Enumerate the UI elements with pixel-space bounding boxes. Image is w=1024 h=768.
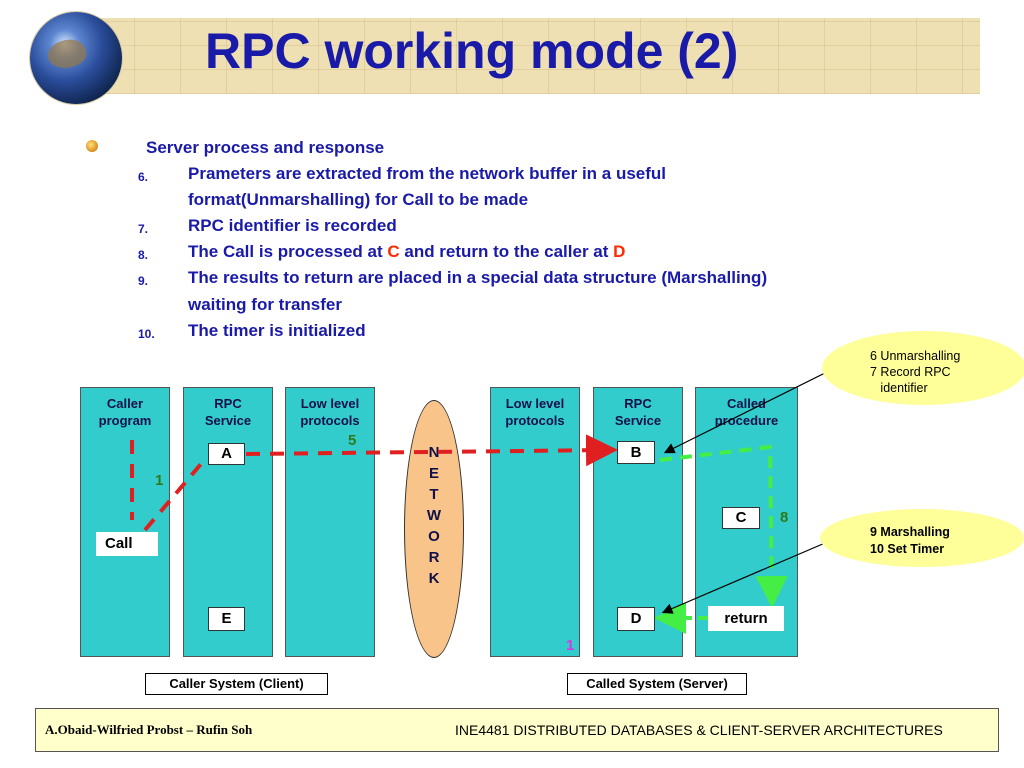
server-low-level-column (490, 387, 580, 657)
column-label-line: Caller (106, 396, 144, 411)
network-letter: N (428, 444, 440, 461)
callout-unmarshalling-text: 6 Unmarshalling 7 Record RPC identifier (870, 348, 960, 396)
step-marker-8: 8 (780, 509, 789, 526)
footer-course: INE4481 DISTRIBUTED DATABASES & CLIENT-S… (455, 722, 943, 738)
callout-line: 10 Set Timer (870, 542, 945, 556)
network-letter: E (428, 465, 439, 482)
column-label: Low level protocols (285, 395, 375, 429)
step-text: format(Unmarshalling) for Call to be mad… (188, 190, 529, 209)
bullet-icon (86, 140, 98, 152)
step-text: RPC identifier is recorded (188, 216, 397, 235)
title-band (88, 18, 980, 94)
callout-marshalling-text: 9 Marshalling 10 Set Timer (870, 524, 950, 558)
a-to-b-arrow (245, 434, 618, 467)
column-label-line: protocols (505, 413, 565, 428)
box-b: B (617, 441, 655, 464)
column-label-line: Service (204, 413, 252, 428)
column-label-line: RPC (214, 396, 242, 411)
step-text: The results to return are placed in a sp… (188, 268, 768, 287)
call-box: Call (96, 532, 158, 556)
step-number: 8. (138, 248, 149, 262)
column-label: RPC Service (593, 395, 683, 429)
call-to-a-arrow (143, 456, 208, 532)
callout-pointer-b (663, 367, 836, 454)
callout-unmarshalling (822, 331, 1024, 405)
box-c: C (722, 507, 760, 529)
column-label-line: Service (614, 413, 662, 428)
callout-marshalling (820, 509, 1024, 567)
box-e: E (208, 607, 245, 631)
column-label-line: Low level (505, 396, 565, 411)
slide-title: RPC working mode (2) (205, 23, 739, 79)
step-text: waiting for transfer (188, 295, 342, 314)
step-text: The timer is initialized (188, 321, 366, 340)
step-text-part: and return to the caller at (399, 242, 614, 261)
client-system-label: Caller System (Client) (145, 673, 328, 695)
column-label-line: Low level (300, 396, 360, 411)
column-label-line: RPC (624, 396, 652, 411)
column-label: RPC Service (183, 395, 273, 429)
column-label-line: protocols (300, 413, 360, 428)
step-number: 7. (138, 222, 149, 236)
step-marker-1-server: 1 (566, 637, 575, 654)
return-box: return (708, 606, 784, 631)
section-heading: Server process and response (146, 138, 385, 157)
network-letter: W (426, 507, 442, 524)
network-letter: T (429, 486, 439, 503)
footer-bar (35, 708, 999, 752)
client-low-level-column (285, 387, 375, 657)
network-ellipse (404, 400, 464, 658)
callout-line: 7 Record RPC (870, 365, 951, 379)
box-a: A (208, 443, 245, 465)
column-label-line: program (98, 413, 152, 428)
callout-pointer-d (661, 539, 833, 614)
server-system-label: Called System (Server) (567, 673, 747, 695)
caller-program-column (80, 387, 170, 657)
step-number: 10. (138, 327, 155, 341)
callout-line: 6 Unmarshalling (870, 349, 961, 363)
step-text: Prameters are extracted from the network… (188, 164, 667, 183)
step-number: 6. (138, 170, 149, 184)
highlight-c: C (387, 242, 400, 261)
callout-line: 9 Marshalling (870, 525, 950, 539)
column-label-line: procedure (714, 413, 779, 428)
b-to-procedure-arrow (659, 444, 788, 608)
network-letter: K (428, 570, 440, 587)
box-d: D (617, 607, 655, 631)
step-text-part: The Call is processed at (188, 242, 388, 261)
highlight-d: D (613, 242, 626, 261)
step-text: The Call is processed at C and return to… (188, 242, 625, 262)
column-label: Caller program (80, 395, 170, 429)
network-letter: O (428, 528, 440, 545)
callout-line: identifier (870, 381, 928, 395)
footer-authors: A.Obaid-Wilfried Probst – Rufin Soh (45, 722, 253, 737)
step-marker-5: 5 (348, 432, 357, 449)
column-label: Low level protocols (490, 395, 580, 429)
step-marker-1: 1 (155, 472, 164, 489)
step-number: 9. (138, 274, 149, 288)
network-letter: R (428, 549, 440, 566)
